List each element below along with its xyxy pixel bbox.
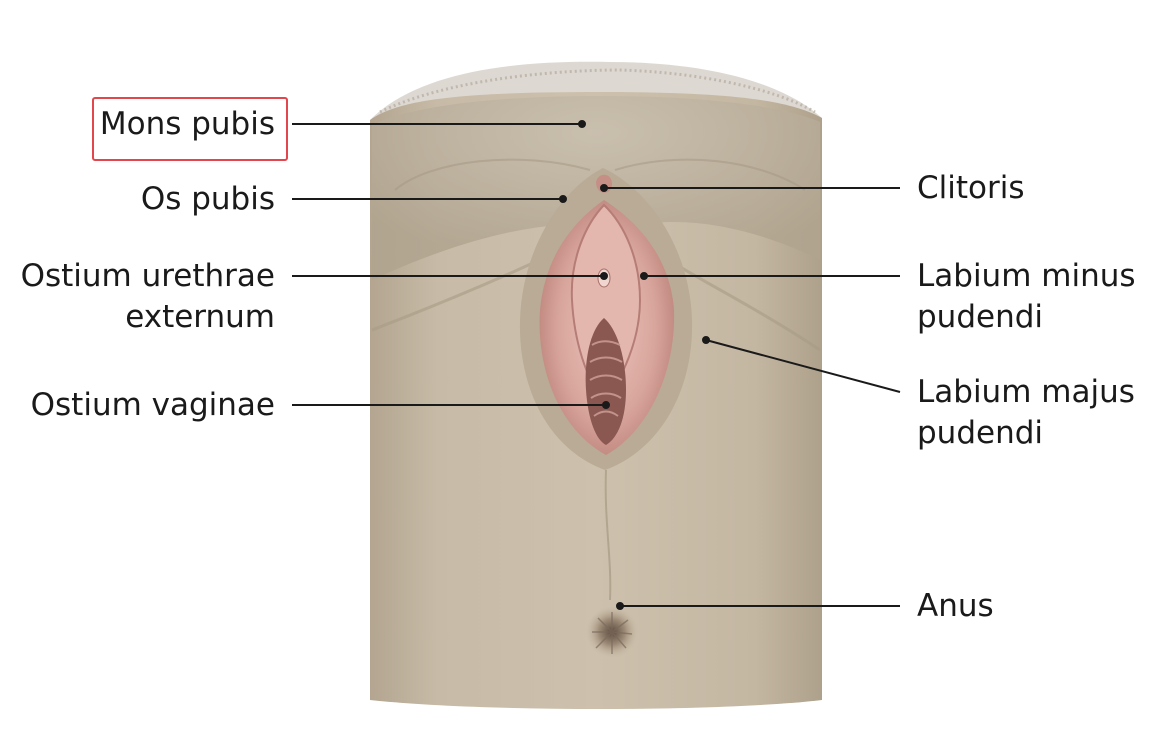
label-os-pubis: Os pubis bbox=[141, 179, 275, 220]
label-ostium-vaginae-text: Ostium vaginae bbox=[30, 387, 275, 423]
vaginal-opening bbox=[585, 318, 626, 445]
label-mons-pubis-text: Mons pubis bbox=[99, 106, 275, 142]
label-clitoris: Clitoris bbox=[917, 168, 1025, 209]
leader-lines bbox=[292, 120, 901, 610]
label-labium-minus-line2: pudendi bbox=[917, 299, 1044, 335]
label-anus: Anus bbox=[917, 586, 994, 627]
highlight-box-mons-pubis bbox=[92, 97, 288, 161]
label-anus-text: Anus bbox=[917, 588, 994, 624]
label-ostium-urethrae-line1: Ostium urethrae bbox=[20, 258, 275, 294]
label-os-pubis-text: Os pubis bbox=[140, 181, 275, 217]
label-ostium-vaginae: Ostium vaginae bbox=[31, 385, 275, 426]
label-mons-pubis: Mons pubis bbox=[100, 104, 275, 145]
label-labium-majus-line2: pudendi bbox=[917, 415, 1044, 451]
label-ostium-urethrae-line2: externum bbox=[125, 299, 275, 335]
leader-labium-majus bbox=[705, 339, 901, 393]
label-labium-minus-pudendi: Labium minus pudendi bbox=[917, 256, 1136, 338]
label-labium-minus-line1: Labium minus bbox=[917, 258, 1136, 294]
label-labium-majus-pudendi: Labium majus pudendi bbox=[917, 372, 1135, 454]
label-clitoris-text: Clitoris bbox=[917, 170, 1025, 206]
label-ostium-urethrae-externum: Ostium urethrae externum bbox=[21, 256, 275, 338]
label-labium-majus-line1: Labium majus bbox=[917, 374, 1135, 410]
